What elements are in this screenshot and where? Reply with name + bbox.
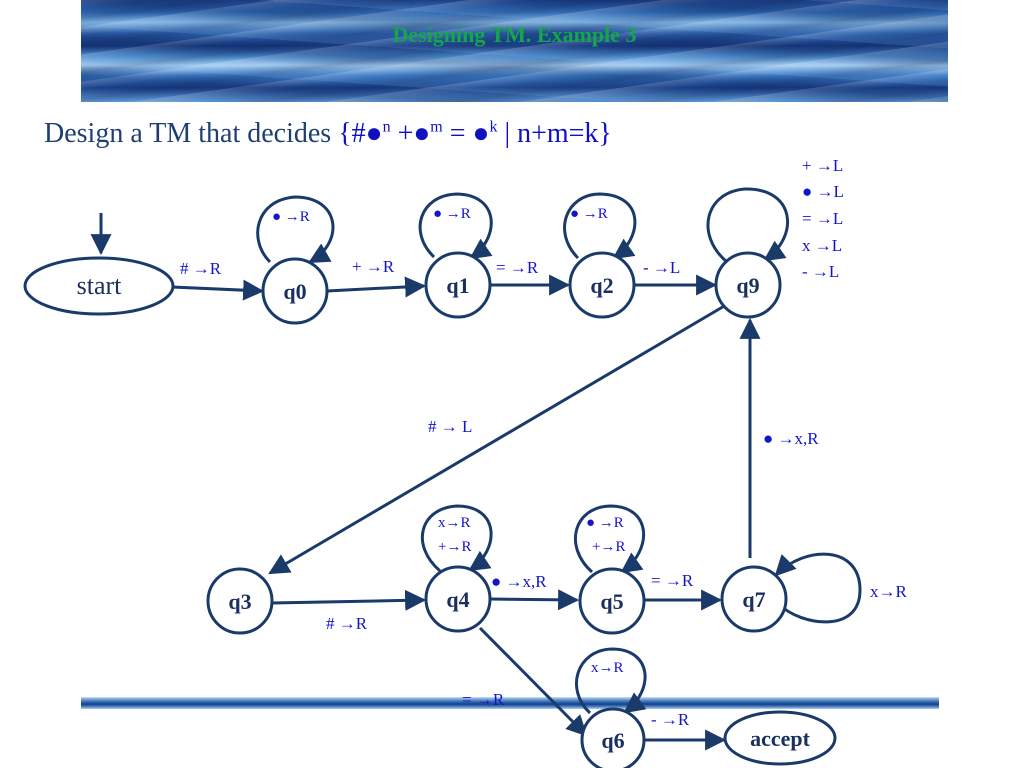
label-q1-q2: = →R: [496, 258, 539, 277]
state-label-q1: q1: [446, 273, 469, 298]
label-q5-loop-2: +→R: [592, 539, 625, 555]
footer-divider: [81, 697, 939, 709]
label-q6-loop: x→R: [591, 660, 624, 676]
loop-q4: [421, 504, 493, 573]
dot-symbol-1: ●: [365, 118, 383, 149]
set-condition: | n+m=k}: [504, 118, 612, 149]
state-q2: [568, 251, 636, 319]
label-q5-q7: = →R: [651, 571, 694, 590]
label-q9-loop-5: - →L: [802, 262, 839, 281]
state-q4: [424, 565, 492, 633]
sup-m: m: [430, 118, 443, 136]
label-q4-q6: = →R: [462, 690, 505, 709]
equals-symbol: =: [449, 118, 466, 149]
label-q9-loop-3: = →L: [802, 209, 843, 228]
state-q9: [714, 251, 782, 319]
slide-heading: Design a TM that decides {#●n +●m = ●k |…: [44, 118, 612, 150]
label-q9-q3: # → L: [428, 417, 472, 436]
state-label-accept: accept: [750, 726, 811, 751]
label-q0-loop: ● →R: [272, 209, 310, 225]
state-label-q9: q9: [736, 273, 759, 298]
loop-q1: [418, 192, 493, 260]
loop-q2: [563, 192, 637, 260]
edge-start-q0: [171, 279, 265, 301]
edge-q9-q3: [268, 303, 727, 575]
loop-q9: [706, 187, 790, 264]
state-label-q2: q2: [590, 273, 613, 298]
state-q1: [424, 251, 492, 319]
label-q9-loop-2: ● →L: [802, 182, 844, 201]
plus-symbol: +: [397, 118, 414, 149]
label-q5-loop-1: ● →R: [586, 515, 624, 531]
loop-q5: [574, 504, 645, 574]
state-label-q4: q4: [446, 587, 469, 612]
label-q6-accept: - →R: [651, 710, 690, 729]
edge-q4-q6: [478, 626, 588, 737]
label-q7-q9: ● →x,R: [763, 429, 819, 448]
slide-title: Designing TM. Example 3: [392, 22, 637, 47]
loop-q6: [574, 647, 647, 715]
dot-symbol-3: ●: [472, 118, 490, 149]
set-open: {#: [338, 118, 366, 149]
label-q7-loop: x→R: [870, 582, 908, 601]
label-q0-q1: + →R: [352, 257, 395, 276]
state-label-q5: q5: [600, 589, 623, 614]
state-label-q3: q3: [228, 589, 251, 614]
label-start-q0: # →R: [180, 259, 222, 278]
label-q2-q9: - →L: [643, 258, 680, 277]
label-q1-loop: ● →R: [433, 206, 471, 222]
state-label-q6: q6: [601, 728, 624, 753]
sup-n: n: [382, 118, 391, 136]
state-q6: [580, 707, 646, 768]
language-set: {#●n +●m = ●k | n+m=k}: [338, 118, 612, 149]
dot-symbol-2: ●: [413, 118, 431, 149]
label-q4-loop-1: x→R: [438, 515, 471, 531]
loop-q7: [774, 552, 862, 624]
edge-q3-q4: [271, 589, 427, 611]
edge-q0-q1: [326, 276, 427, 298]
label-q4-loop-2: +→R: [438, 539, 471, 555]
state-q3: [206, 567, 274, 635]
state-q0: [261, 257, 329, 325]
state-label-q7: q7: [742, 587, 765, 612]
heading-prefix: Design a TM that decides: [44, 118, 332, 149]
state-accept: [723, 710, 837, 766]
state-start: [23, 256, 175, 316]
loop-q0: [256, 195, 335, 264]
state-q7: [720, 565, 788, 633]
label-q3-q4: # →R: [326, 614, 368, 633]
state-q5: [578, 567, 646, 635]
label-q9-loop-1: + →L: [802, 156, 843, 175]
edge-q4-q5: [489, 589, 580, 611]
sup-k: k: [489, 118, 498, 136]
label-q2-loop: ● →R: [570, 206, 608, 222]
title-banner: Designing TM. Example 3: [81, 0, 948, 102]
label-q9-loop-4: x →L: [802, 236, 842, 255]
label-q4-q5: ● →x,R: [491, 572, 547, 591]
state-label-q0: q0: [283, 279, 306, 304]
state-label-start: start: [77, 271, 123, 300]
